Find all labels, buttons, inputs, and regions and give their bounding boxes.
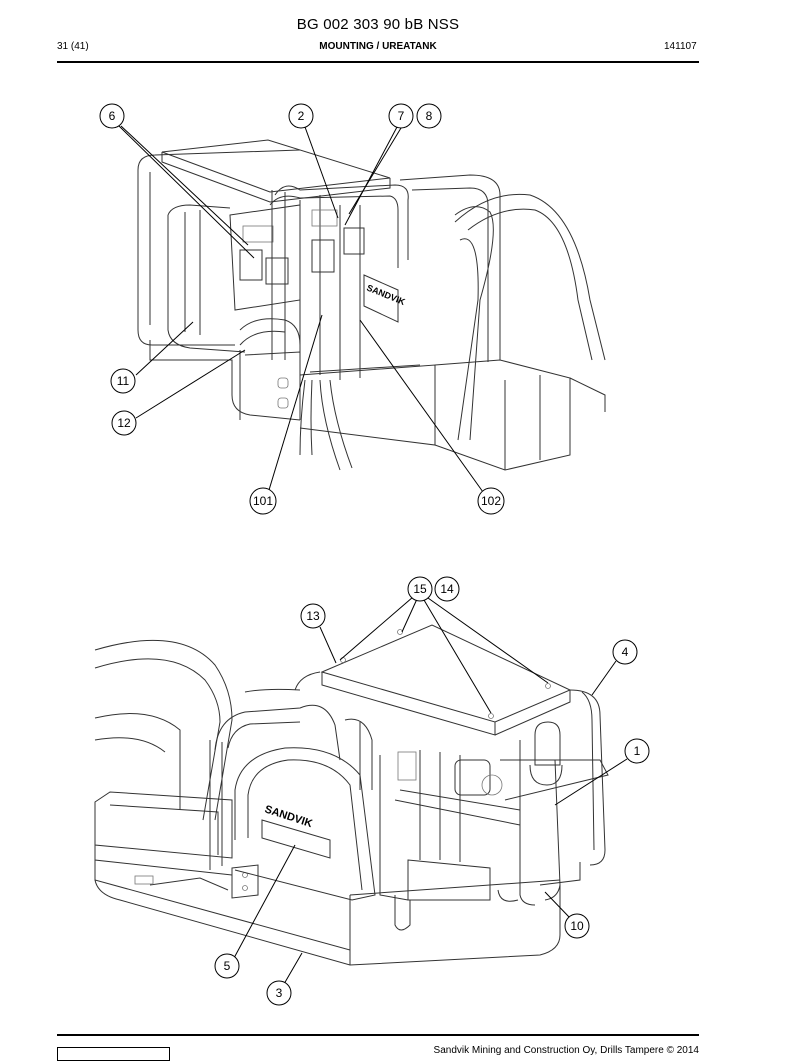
callout-7: 7 [388,103,414,129]
callout-13: 13 [300,603,326,629]
callout-12: 12 [111,410,137,436]
document-date: 141107 [664,41,697,52]
svg-text:11: 11 [117,374,130,388]
top-plate-label: SANDVIK [365,283,407,308]
svg-text:2: 2 [298,109,305,123]
bottom-plate-label: SANDVIK [263,803,314,830]
copyright-notice: Sandvik Mining and Construction Oy, Dril… [433,1045,699,1056]
sandvik-logo [57,1047,170,1061]
svg-text:101: 101 [253,494,273,508]
top-assembly-drawing: SANDVIK [118,125,606,493]
page-number: 31 (41) [57,41,89,52]
svg-text:12: 12 [117,416,131,430]
svg-text:13: 13 [306,609,320,623]
callout-10: 10 [564,913,590,939]
svg-text:7: 7 [398,109,405,123]
footer-rule [57,1034,699,1036]
callout-8: 8 [416,103,442,129]
svg-text:1: 1 [634,744,641,758]
callout-101: 101 [249,487,277,515]
callout-6: 6 [99,103,125,129]
callout-2: 2 [288,103,314,129]
callout-3: 3 [266,980,292,1006]
callout-4: 4 [612,639,638,665]
svg-text:6: 6 [109,109,116,123]
svg-text:10: 10 [570,919,584,933]
callout-5: 5 [214,953,240,979]
bottom-assembly-drawing: SANDVIK [94,596,628,985]
svg-text:102: 102 [481,494,501,508]
header-rule [57,61,699,63]
callout-14: 14 [434,576,460,602]
svg-text:5: 5 [224,959,231,973]
svg-text:8: 8 [426,109,433,123]
document-title: BG 002 303 90 bB NSS [296,16,460,33]
callout-15: 15 [407,576,433,602]
callout-11: 11 [110,368,136,394]
svg-text:15: 15 [413,582,427,596]
svg-text:3: 3 [276,986,283,1000]
callout-102: 102 [477,487,505,515]
svg-text:4: 4 [622,645,629,659]
section-title: MOUNTING / UREATANK [319,41,437,52]
svg-text:14: 14 [440,582,454,596]
callout-1: 1 [624,738,650,764]
